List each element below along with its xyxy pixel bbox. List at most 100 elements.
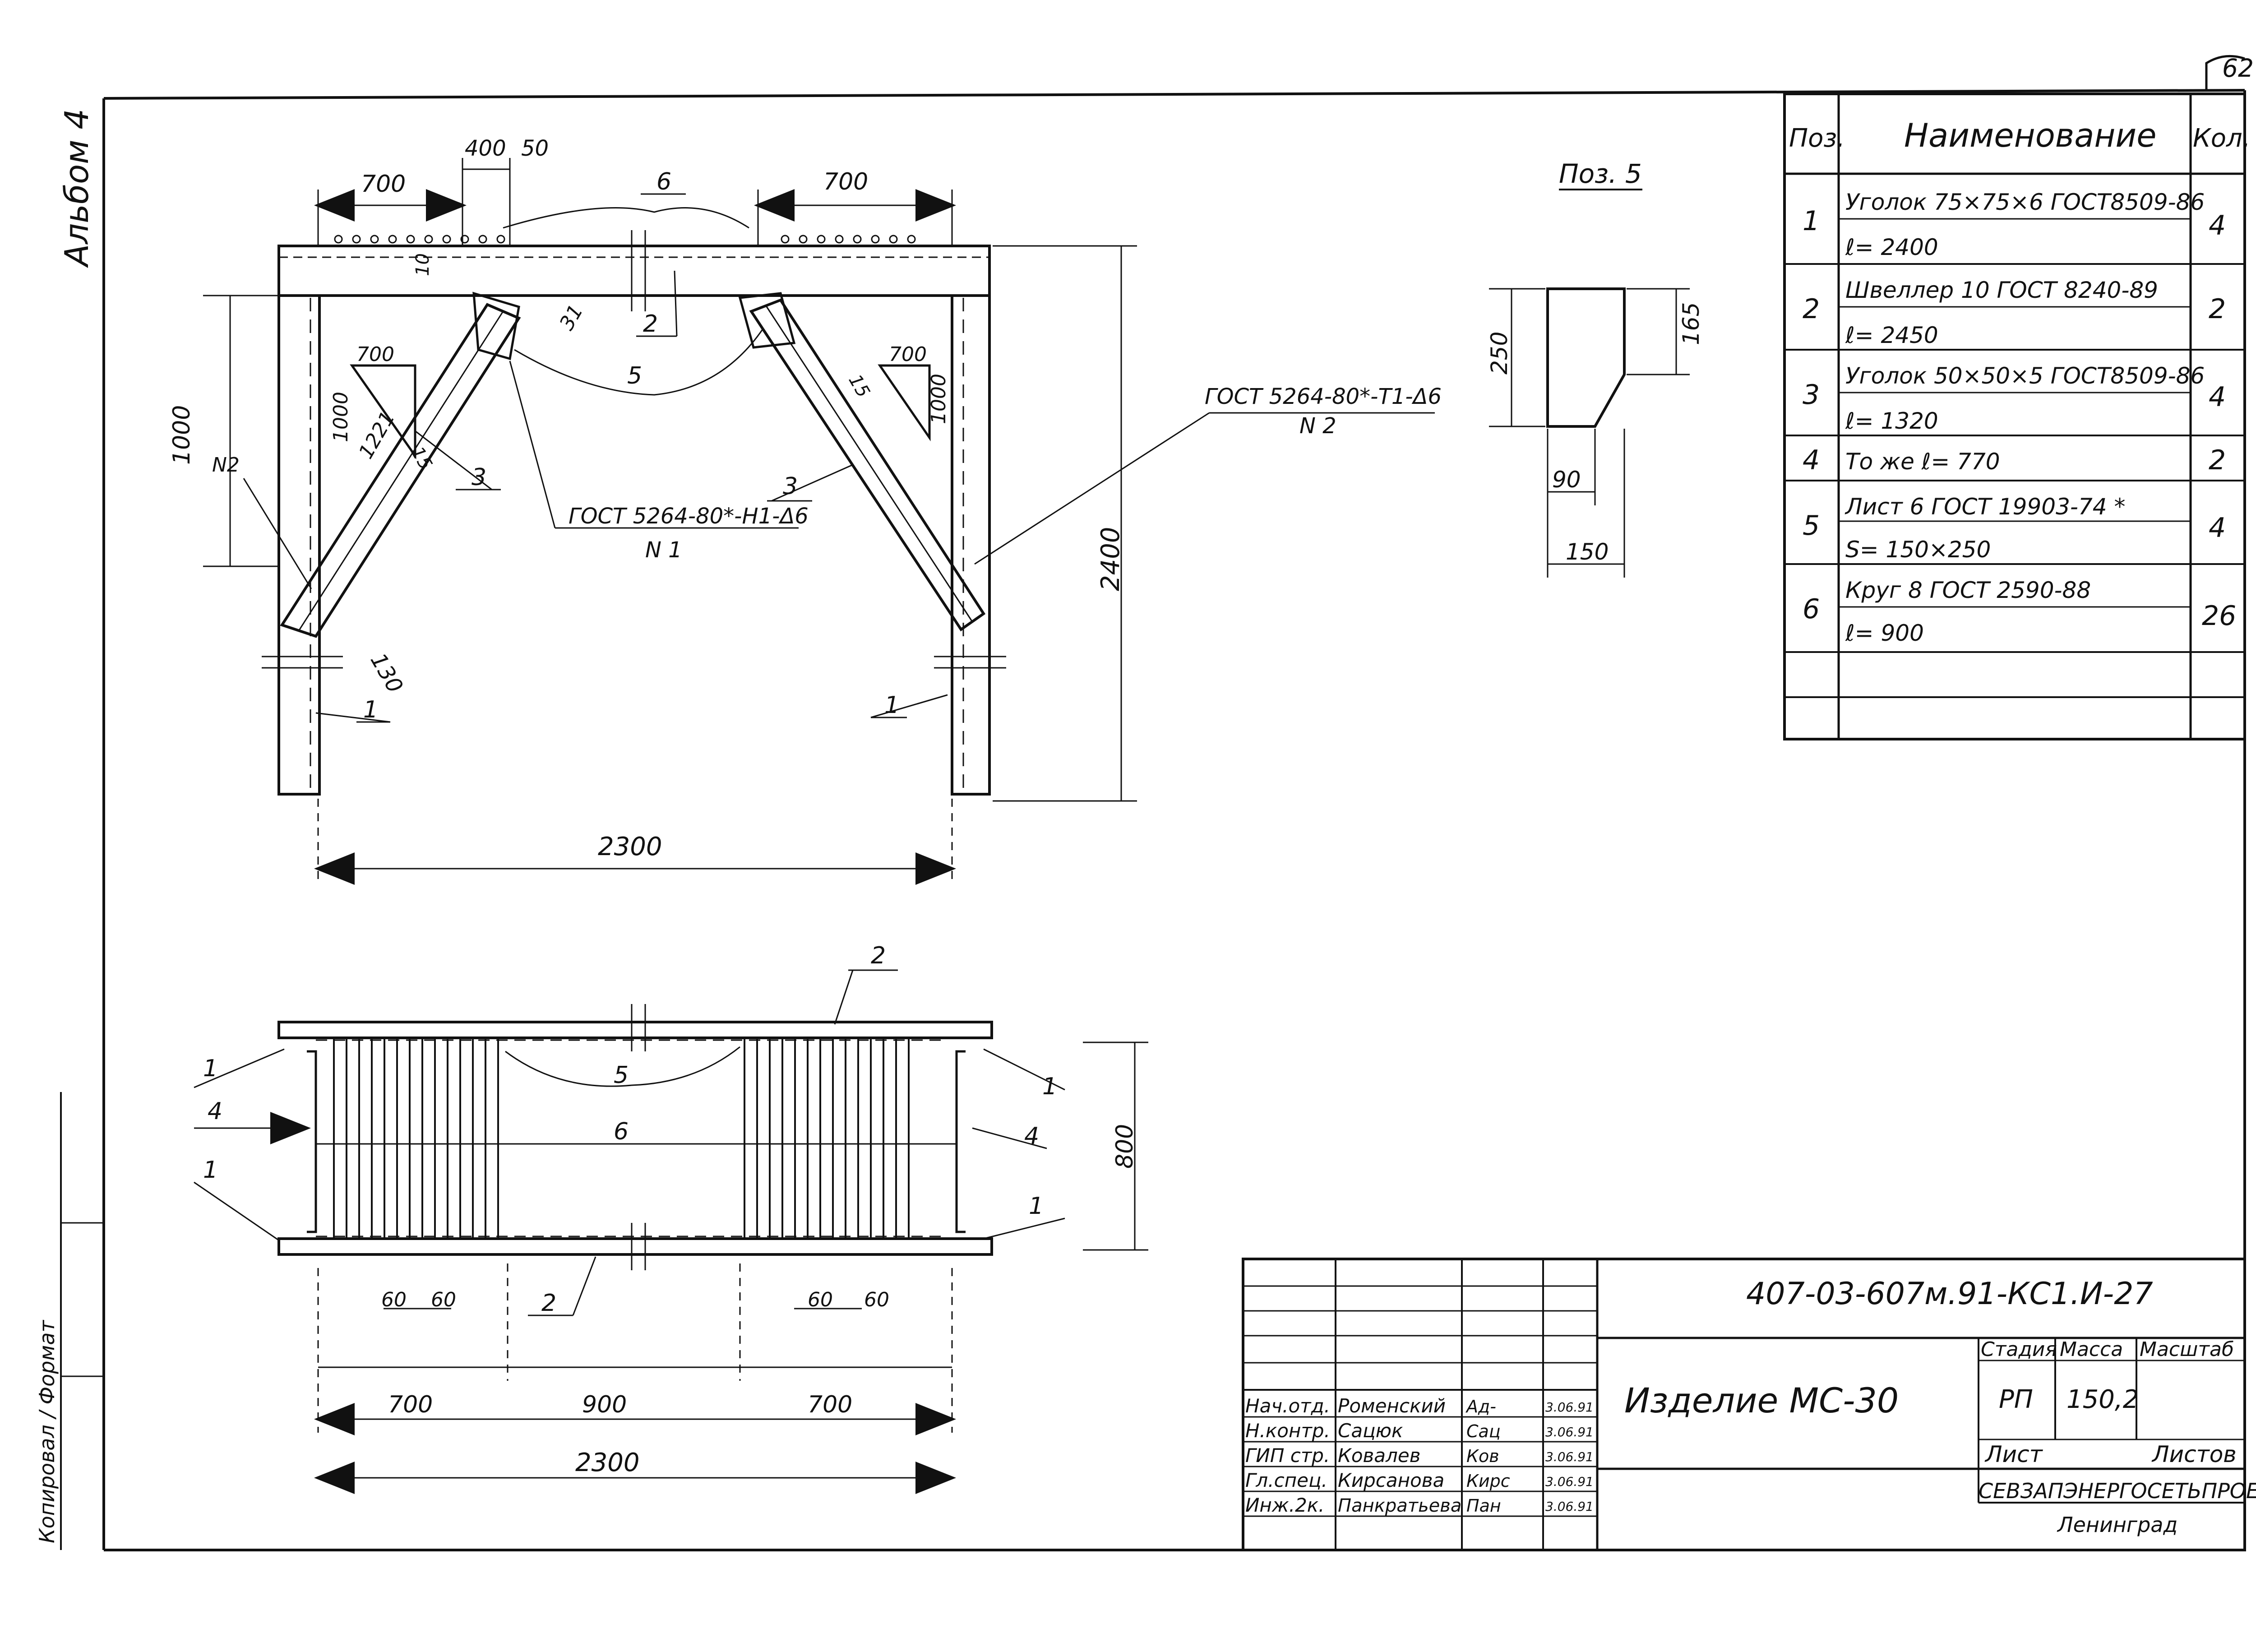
plan-channel-bottom	[277, 1237, 993, 1256]
pos-2-plan-bottom: 2	[541, 1290, 556, 1317]
plan-channel-top	[277, 1021, 993, 1039]
spec-row-pos: 4	[1803, 444, 1820, 476]
right-brace-pos3	[749, 298, 986, 632]
person-name: Панкратьева	[1338, 1495, 1461, 1516]
person-name: Ковалев	[1338, 1444, 1420, 1467]
triangle-right-700: 700	[889, 343, 927, 366]
person-role: Н.контр.	[1245, 1420, 1330, 1442]
spec-row-qty: 2	[2209, 444, 2226, 476]
spec-row-length: ℓ= 2450	[1845, 322, 1938, 348]
person-date: 3.06.91	[1545, 1425, 1594, 1439]
spec-header-qty: Кол.	[2193, 124, 2251, 153]
dim-31: 31	[555, 301, 587, 334]
dim-700-top-right: 700	[823, 168, 868, 195]
spec-row-name: То же ℓ= 770	[1845, 449, 2000, 475]
right-gusset-pos5	[738, 292, 796, 349]
dim-15-right: 15	[844, 371, 874, 401]
spec-row-qty: 4	[2209, 210, 2226, 241]
pos-4-plan-right: 4	[1024, 1123, 1039, 1150]
dim-800: 800	[1111, 1124, 1138, 1169]
mass-label: Масса	[2060, 1338, 2123, 1361]
dim-60-a: 60	[381, 1288, 407, 1311]
spec-row-qty: 4	[2209, 381, 2226, 413]
person-signature: Ад-	[1465, 1397, 1496, 1416]
person-signature: Сац	[1466, 1421, 1501, 1441]
person-date: 3.06.91	[1545, 1474, 1594, 1489]
spec-row-qty: 4	[2209, 512, 2226, 544]
dim-700-plan-right: 700	[808, 1391, 852, 1418]
spec-row-name: Уголок 75×75×6 ГОСТ8509-86	[1845, 189, 2205, 215]
person-signature: Пан	[1466, 1496, 1501, 1516]
side-stamp-text: Копировал / Формат	[35, 1320, 59, 1543]
spec-row-length: ℓ= 900	[1845, 620, 1924, 646]
left-column-pos1	[277, 294, 321, 796]
dim-400: 400	[465, 136, 506, 161]
dim-10: 10	[412, 253, 433, 276]
scale-label: Масштаб	[2140, 1338, 2234, 1361]
pos-2-plan-top: 2	[871, 942, 886, 969]
dim-2300-front: 2300	[598, 832, 662, 861]
rods-pos6	[334, 235, 916, 244]
pos-1-plan-bottom-left: 1	[203, 1157, 218, 1184]
spec-table: Поз. Наименование Кол. 1 Уголок 75×75×6 …	[1783, 93, 2251, 740]
left-brace-pos3	[280, 303, 521, 638]
dim-700-top-left: 700	[361, 171, 406, 198]
pos-5: 5	[627, 362, 642, 389]
item-title: Изделие МС-30	[1624, 1380, 1899, 1421]
spec-row-pos: 1	[1803, 205, 1820, 237]
pos-3-left: 3	[472, 464, 486, 491]
person-role: ГИП стр.	[1245, 1444, 1330, 1467]
weld-callout-2-num: N 2	[1299, 413, 1336, 439]
dim-150: 150	[1566, 539, 1609, 565]
dim-130: 130	[365, 649, 408, 697]
spec-row-name: Уголок 50×50×5 ГОСТ8509-86	[1845, 363, 2205, 389]
person-date: 3.06.91	[1545, 1400, 1594, 1415]
detail-pos5-title: Поз. 5	[1559, 158, 1642, 189]
pos-1-plan-bottom-right: 1	[1029, 1193, 1044, 1220]
pos-6-plan: 6	[614, 1118, 629, 1145]
person-role: Нач.отд.	[1245, 1395, 1330, 1417]
dim-60-c: 60	[808, 1288, 833, 1311]
weld-callout-1-code: ГОСТ 5264-80*-Н1-Δ6	[569, 504, 809, 529]
pos-6-front: 6	[656, 168, 671, 195]
triangle-right-1000: 1000	[927, 374, 950, 424]
spec-row-name: Круг 8 ГОСТ 2590-88	[1845, 577, 2091, 603]
dim-50: 50	[521, 136, 549, 161]
weld-callout-2-code: ГОСТ 5264-80*-Т1-Δ6	[1205, 384, 1442, 409]
right-column-pos1	[951, 294, 991, 796]
pos-4-plan-left: 4	[208, 1098, 222, 1125]
dim-2300-plan: 2300	[575, 1448, 640, 1477]
album-label: Альбом 4	[58, 109, 96, 268]
pos-2: 2	[643, 310, 658, 338]
spec-header-name: Наименование	[1904, 116, 2157, 154]
plate-outline	[1546, 287, 1626, 428]
sheets-label: Листов	[2151, 1441, 2237, 1467]
dim-250: 250	[1486, 332, 1512, 375]
person-name: Сацюк	[1338, 1420, 1403, 1442]
spec-row-pos: 5	[1803, 510, 1820, 541]
stage-value: РП	[1999, 1385, 2033, 1414]
pos-5-plan: 5	[614, 1062, 629, 1089]
spec-row-name: Лист 6 ГОСТ 19903-74 *	[1845, 494, 2125, 520]
spec-row-length: ℓ= 1320	[1845, 408, 1938, 434]
spec-row-length: ℓ= 2400	[1845, 234, 1938, 260]
pos-1-plan-top-left: 1	[203, 1055, 218, 1082]
person-name: Кирсанова	[1338, 1469, 1444, 1491]
spec-row-pos: 6	[1803, 593, 1820, 625]
spec-header-pos: Поз.	[1789, 124, 1845, 153]
left-gusset-pos5	[472, 292, 520, 361]
plan-view: 6 2 2 1 1 1 1 4 4 5	[194, 942, 1148, 1494]
person-role: Инж.2к.	[1245, 1494, 1325, 1516]
person-signature: Ков	[1466, 1446, 1499, 1466]
top-channel-pos2	[277, 245, 991, 297]
pos-1-left: 1	[363, 696, 378, 723]
dim-1000: 1000	[168, 405, 195, 465]
spec-row-name: Швеллер 10 ГОСТ 8240-89	[1845, 277, 2158, 303]
stage-label: Стадия	[1981, 1338, 2057, 1361]
person-date: 3.06.91	[1545, 1449, 1594, 1464]
person-signature: Кирс	[1466, 1471, 1510, 1491]
sheet-number: 62	[2222, 54, 2254, 83]
dim-2400: 2400	[1096, 527, 1125, 591]
dim-60-d: 60	[864, 1288, 889, 1311]
